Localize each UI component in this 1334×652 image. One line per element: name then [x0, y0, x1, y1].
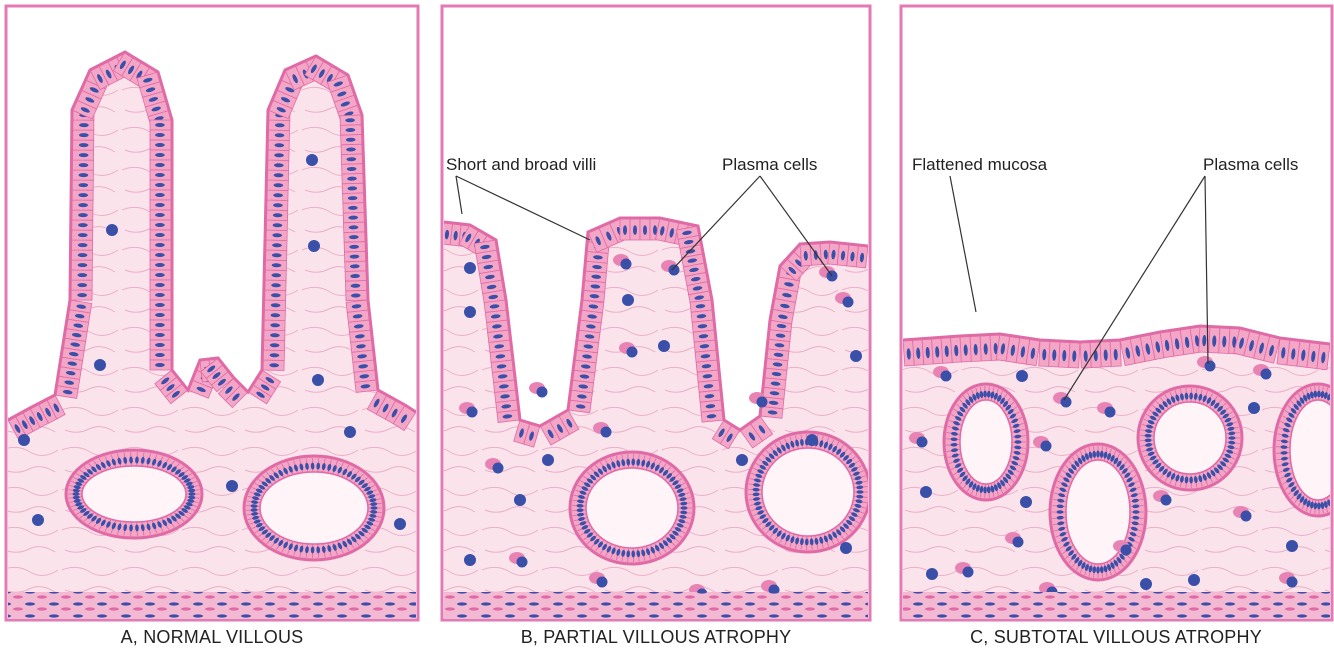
- stromal-nucleus: [1248, 402, 1260, 414]
- crypt-gland: [746, 432, 870, 552]
- stromal-nucleus: [850, 350, 862, 362]
- stromal-nucleus: [32, 514, 44, 526]
- label-plasma-cells-b: Plasma cells: [722, 155, 817, 174]
- stromal-nucleus: [926, 568, 938, 580]
- caption-panel-b: B, PARTIAL VILLOUS ATROPHY: [521, 627, 792, 647]
- stromal-nucleus: [306, 154, 318, 166]
- label-plasma-cells-c: Plasma cells: [1203, 155, 1298, 174]
- stromal-nucleus: [920, 486, 932, 498]
- crypt-gland: [1050, 444, 1146, 580]
- stromal-nucleus: [1020, 496, 1032, 508]
- crypt-gland: [66, 450, 202, 538]
- stromal-nucleus: [464, 262, 476, 274]
- caption-panel-a: A, NORMAL VILLOUS: [121, 627, 304, 647]
- stromal-nucleus: [106, 224, 118, 236]
- label-flattened-mucosa: Flattened mucosa: [912, 155, 1048, 174]
- crypt-gland: [244, 456, 384, 560]
- panel-c-tissue: [903, 326, 1334, 620]
- stromal-nucleus: [1016, 370, 1028, 382]
- caption-panel-c: C, SUBTOTAL VILLOUS ATROPHY: [970, 627, 1262, 647]
- stromal-nucleus: [542, 454, 554, 466]
- stromal-nucleus: [806, 434, 818, 446]
- stromal-nucleus: [840, 542, 852, 554]
- crypt-gland: [944, 384, 1028, 500]
- muscularis-layer: [8, 592, 416, 620]
- stromal-nucleus: [18, 434, 30, 446]
- stromal-nucleus: [1140, 578, 1152, 590]
- stromal-nucleus: [464, 554, 476, 566]
- stromal-nucleus: [226, 480, 238, 492]
- crypt-gland: [1138, 386, 1242, 490]
- stromal-nucleus: [94, 359, 106, 371]
- stromal-nucleus: [736, 454, 748, 466]
- crypt-gland: [570, 452, 694, 564]
- stromal-nucleus: [394, 518, 406, 530]
- stromal-nucleus: [622, 294, 634, 306]
- stromal-nucleus: [312, 374, 324, 386]
- stromal-nucleus: [1286, 540, 1298, 552]
- stromal-nucleus: [1188, 574, 1200, 586]
- stromal-nucleus: [658, 340, 670, 352]
- muscularis-layer: [444, 592, 868, 620]
- stromal-nucleus: [344, 426, 356, 438]
- stromal-nucleus: [464, 306, 476, 318]
- label-short-broad-villi: Short and broad villi: [446, 155, 596, 174]
- muscularis-layer: [903, 592, 1330, 620]
- stromal-nucleus: [308, 240, 320, 252]
- stromal-nucleus: [514, 494, 526, 506]
